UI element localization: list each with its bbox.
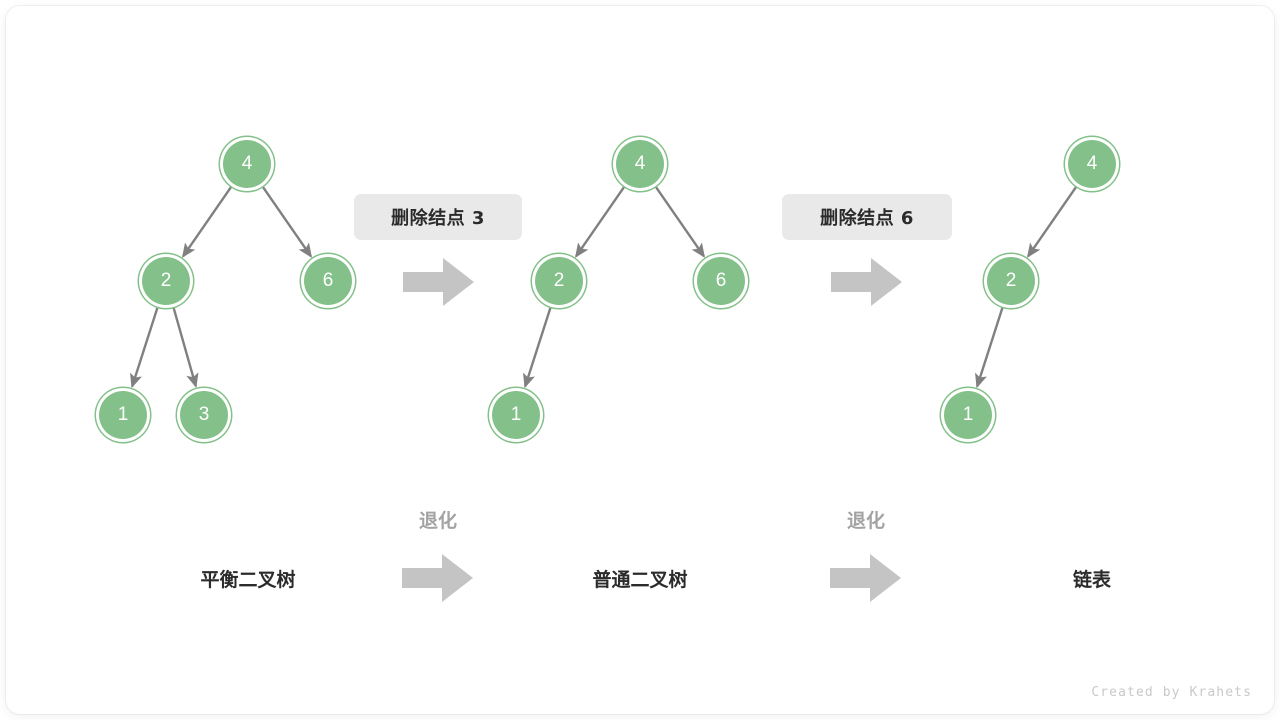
- operation-label: 删除结点 6: [820, 208, 914, 229]
- block-arrow-shape: [403, 258, 474, 306]
- tree-node-label: 3: [198, 403, 210, 425]
- tree-node-label: 4: [241, 152, 253, 174]
- tree-node-1: 1: [944, 391, 992, 439]
- tree-node-label: 2: [553, 269, 565, 291]
- tree-node-label: 1: [117, 403, 129, 425]
- tree-node-6: 6: [304, 257, 352, 305]
- figure-card: [6, 6, 1274, 714]
- degradation-label-degrade-2: 退化: [846, 510, 886, 532]
- stage-caption-balanced: 平衡二叉树: [200, 569, 296, 591]
- tree-node-4: 4: [1068, 140, 1116, 188]
- tree-edge: [574, 185, 626, 258]
- tree-node-label: 1: [510, 403, 522, 425]
- block-arrow-shape: [830, 554, 901, 602]
- operation-box-delete-3: 删除结点 3: [354, 194, 522, 240]
- block-arrow-shape: [831, 258, 902, 306]
- tree-node-4: 4: [223, 140, 271, 188]
- tree-node-2: 2: [535, 257, 583, 305]
- operation-arrow-delete-3: [403, 256, 475, 308]
- tree-node-label: 2: [1005, 269, 1017, 291]
- edges-group: [130, 185, 1078, 389]
- tree-node-2: 2: [142, 257, 190, 305]
- degradation-label-degrade-1: 退化: [418, 510, 458, 532]
- operation-box-delete-6: 删除结点 6: [782, 194, 952, 240]
- tree-edge: [261, 185, 313, 258]
- block-arrow-shape: [402, 554, 473, 602]
- tree-edge: [654, 185, 706, 258]
- tree-node-2: 2: [987, 257, 1035, 305]
- tree-node-label: 6: [715, 269, 727, 291]
- stage-caption-ordinary: 普通二叉树: [592, 569, 688, 591]
- tree-edge: [975, 306, 1004, 389]
- tree-edge: [130, 306, 159, 389]
- credit-watermark: Created by Krahets: [1091, 685, 1252, 700]
- tree-edge: [1026, 185, 1078, 258]
- stage-caption-linkedlist: 链表: [1072, 569, 1112, 591]
- tree-node-4: 4: [616, 140, 664, 188]
- operation-label: 删除结点 3: [391, 208, 485, 229]
- tree-node-3: 3: [180, 391, 228, 439]
- tree-node-1: 1: [99, 391, 147, 439]
- tree-edge: [523, 306, 552, 389]
- tree-edge: [172, 306, 199, 388]
- operation-arrow-delete-6: [831, 256, 903, 308]
- tree-node-label: 4: [1086, 152, 1098, 174]
- tree-node-6: 6: [697, 257, 745, 305]
- tree-node-label: 6: [322, 269, 334, 291]
- tree-node-1: 1: [492, 391, 540, 439]
- tree-node-label: 2: [160, 269, 172, 291]
- tree-node-label: 4: [634, 152, 646, 174]
- tree-edge: [181, 185, 233, 258]
- tree-node-label: 1: [962, 403, 974, 425]
- degradation-arrow-degrade-1: [402, 552, 474, 604]
- degradation-arrow-degrade-2: [830, 552, 902, 604]
